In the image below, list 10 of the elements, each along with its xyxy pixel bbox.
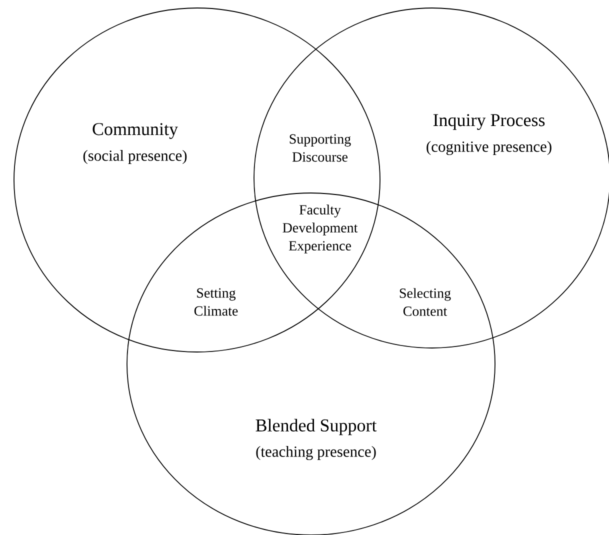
circle-heading: Blended Support [256,418,377,436]
circle-heading: Inquiry Process [433,114,545,130]
circle-subtitle: (teaching presence) [256,446,376,460]
circle-subtitle: (social presence) [83,150,187,164]
circle-heading: Community [92,123,178,139]
region-label: Selecting Content [400,288,451,316]
region-label: Setting Climate [194,288,238,316]
region-label: Faculty Development Experience [282,204,358,254]
circle-subtitle: (cognitive presence) [426,140,552,156]
region-label: Supporting Discourse [290,134,351,162]
